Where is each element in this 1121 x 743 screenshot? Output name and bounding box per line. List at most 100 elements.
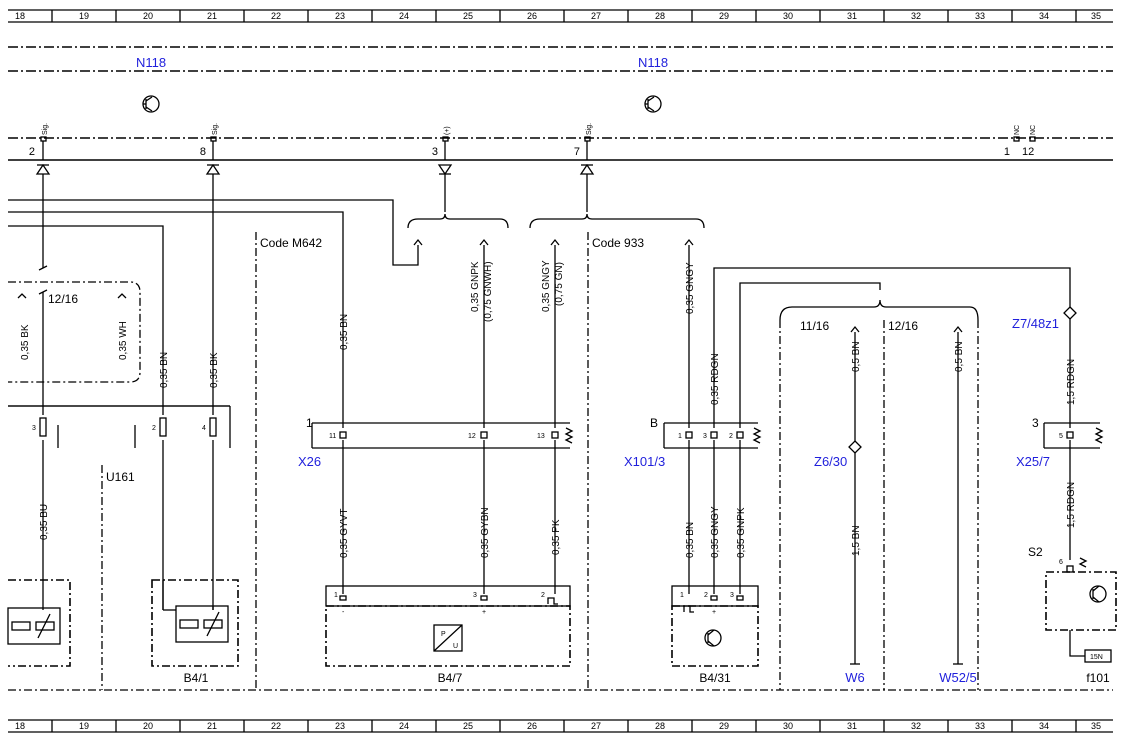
wire-label: 0,35 BK: [20, 324, 31, 360]
splice-label[interactable]: Z7/48z1: [1012, 316, 1059, 331]
connector-pin: 5: [1059, 433, 1063, 440]
component-label: B4/31: [699, 671, 731, 685]
wire-label: 0,35 GNGY: [710, 506, 721, 558]
ground-label[interactable]: W6: [845, 670, 865, 685]
connector-pin: 3: [703, 433, 707, 440]
splice-label[interactable]: Z6/30: [814, 454, 847, 469]
ground-label[interactable]: W52/5: [939, 670, 977, 685]
connector-pin: 3: [32, 425, 36, 432]
code-dividers: [8, 232, 1113, 691]
grid-number: 33: [975, 11, 985, 21]
component-pin: 3: [730, 592, 734, 599]
pin-label: 1: [1004, 146, 1010, 158]
wire-label: 0,35 GNPK: [736, 507, 747, 558]
grid-number: 18: [15, 721, 25, 731]
grid-number: 31: [847, 721, 857, 731]
component-label: U161: [106, 470, 135, 484]
pin-label: 3: [432, 146, 438, 158]
wire-label: 0,35 BN: [339, 314, 350, 350]
b431-sensor-box: [671, 585, 759, 667]
pin-plus-label: (+): [444, 126, 451, 135]
pin-sig-label: Sig.: [42, 123, 49, 135]
voltage-symbol: U: [453, 643, 458, 650]
continuation-label[interactable]: 12/16: [48, 292, 78, 306]
grid-number: 34: [1039, 11, 1049, 21]
continuation-box: [779, 320, 979, 690]
wire-label: 0,35 RDGN: [710, 353, 721, 405]
wire-label: 0,35 BK: [209, 352, 220, 388]
grid-number: 28: [655, 721, 665, 731]
grid-number: 32: [911, 721, 921, 731]
left-sensor-box: [7, 579, 71, 667]
connector-pin: 1: [678, 433, 682, 440]
wire-label: 1,5 RDGN: [1066, 482, 1077, 528]
grid-number: 19: [79, 721, 89, 731]
continuation-label[interactable]: 12/16: [888, 319, 918, 333]
component-pin: 3: [473, 592, 477, 599]
wire-label: (0,75 GNWH): [483, 261, 494, 322]
component-pin: +: [712, 609, 716, 616]
x26-connector: [311, 422, 574, 449]
wires: [8, 174, 1085, 665]
grid-number: 30: [783, 721, 793, 731]
x101-connector: [663, 422, 762, 449]
wire-label: 0,5 BN: [851, 341, 862, 372]
continuation-label[interactable]: 11/16: [800, 319, 829, 333]
component-pin: +: [482, 609, 486, 616]
component-pin: 1: [680, 592, 684, 599]
transistor-icon: [644, 95, 662, 113]
grid-ruler-top: [8, 9, 1113, 23]
grid-number: 30: [783, 11, 793, 21]
component-label: S2: [1028, 545, 1043, 559]
code-label: Code M642: [260, 236, 322, 250]
component-label: B4/1: [184, 671, 209, 685]
component-pin: 6: [1059, 559, 1063, 566]
pin-label: 7: [574, 146, 580, 158]
component-pin: 2: [541, 592, 545, 599]
grid-number: 27: [591, 11, 601, 21]
grid-number: 24: [399, 721, 409, 731]
component-pin: -: [342, 609, 345, 616]
fuse-label: 15N: [1090, 654, 1103, 661]
connector-label[interactable]: X101/3: [624, 454, 665, 469]
grid-number: 35: [1091, 11, 1101, 21]
wire-label: 1,5 BN: [851, 525, 862, 556]
grid-number: 23: [335, 11, 345, 21]
connector-pin: 13: [537, 433, 545, 440]
connector-pin: 12: [468, 433, 476, 440]
wire-label: 0,35 WH: [118, 321, 129, 360]
grid-number: 20: [143, 11, 153, 21]
grid-number: 32: [911, 11, 921, 21]
pin-sig-label: Sig.: [586, 123, 593, 135]
module-label[interactable]: N118: [638, 55, 668, 70]
s2-switch-box: [1045, 557, 1117, 663]
wire-label: 0,5 BN: [954, 341, 965, 372]
grid-number: 28: [655, 11, 665, 21]
pin-label: 8: [200, 146, 206, 158]
connector-pin: 11: [329, 433, 336, 440]
grid-number: 26: [527, 721, 537, 731]
transistor-icon: [142, 95, 160, 113]
component-pin: 2: [704, 592, 708, 599]
component-label: f101: [1086, 671, 1110, 685]
grid-number: 25: [463, 11, 473, 21]
wire-label: 0,35 BN: [685, 522, 696, 558]
grid-number: 22: [271, 11, 281, 21]
x25-connector: [1043, 422, 1104, 449]
connector-label[interactable]: X26: [298, 454, 321, 469]
wire-label: 0,35 GNPK: [470, 261, 481, 312]
component-label: B4/7: [438, 671, 463, 685]
connector-letter: B: [650, 416, 658, 430]
connector-label[interactable]: X25/7: [1016, 454, 1050, 469]
n118-pins: [40, 136, 1036, 160]
grid-number: 21: [207, 11, 217, 21]
module-label[interactable]: N118: [136, 55, 166, 70]
signal-arrows: [35, 163, 595, 176]
grid-number: 29: [719, 721, 729, 731]
grid-number: 33: [975, 721, 985, 731]
grid-number: 21: [207, 721, 217, 731]
connector-pin: 2: [152, 425, 156, 432]
grid-number: 34: [1039, 721, 1049, 731]
pin-label: 12: [1022, 146, 1034, 158]
u161-continuation-box: [8, 281, 141, 383]
